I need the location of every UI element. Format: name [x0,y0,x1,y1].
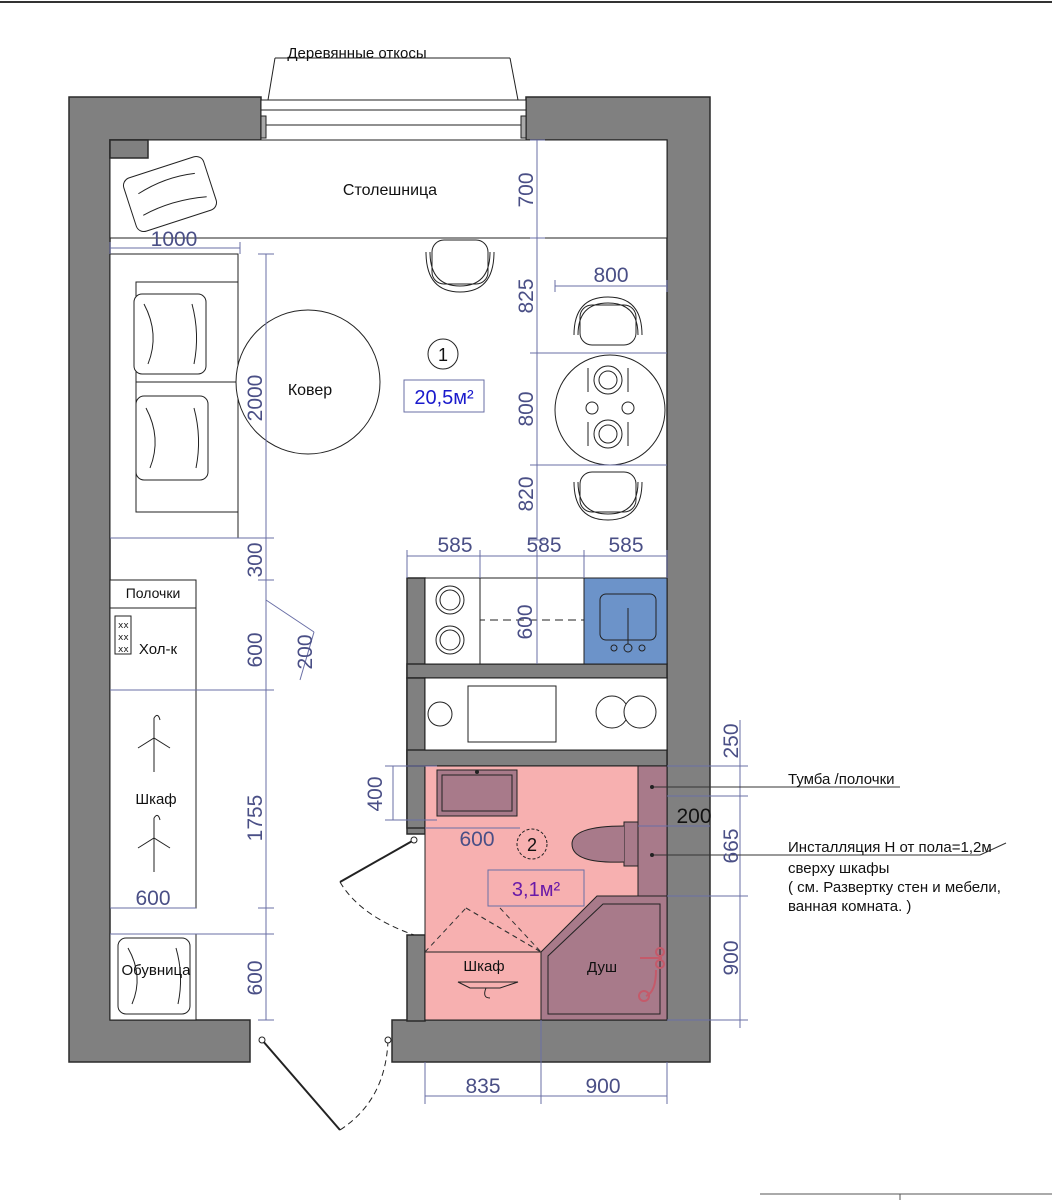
window: Деревянные откосы [260,45,527,141]
burner-icon [595,695,629,729]
dim-countertop-depth: 700 [515,172,538,207]
dim-shower-900-h: 900 [585,1075,620,1098]
dimension-values: 700 1000 825 800 800 820 2000 300 585 58… [135,172,743,1098]
storage-column: Полочки xx xx xx Хол-к Шкаф Обувница [109,579,197,1021]
burner-icon [623,695,657,729]
room-2-marker [516,828,548,860]
dim-fridge-depth: 600 [244,632,267,667]
dim-table-width: 800 [593,264,628,287]
shower-label: Душ [587,959,617,976]
svg-text:xx: xx [118,633,129,643]
vanity-sink [436,769,518,817]
dining-set [554,296,666,521]
carpet-circle [235,309,381,455]
chair-icon [425,239,495,293]
partition-wall-vertical-lower [406,934,426,1022]
vanity-note: Тумба /полочки [788,771,895,788]
window-sill [260,99,527,111]
dim-shoe-rack-length: 600 [244,960,267,995]
shoe-rack-label: Обувница [122,962,192,979]
svg-text:xx: xx [118,621,129,631]
carpet-label: Ковер [288,382,332,399]
annotations: Тумба /полочки Инсталляция Н от пола=1,2… [788,771,1001,915]
install-note-line-2: сверху шкафы [788,860,889,877]
window-reveals-label: Деревянные откосы [287,45,426,62]
pillow-icon [133,293,207,375]
dim-wardrobe-depth: 600 [135,887,170,910]
dim-wardrobe-length: 1755 [244,795,267,842]
bath-cabinet-label: Шкаф [463,958,504,975]
countertop: Столешница [109,139,668,239]
bathroom-door[interactable] [339,836,418,936]
dim-kitchen-depth: 600 [514,604,537,639]
bed [109,253,239,539]
toilet-icon [571,821,639,867]
shower-area [540,895,668,1021]
dim-vanity-width: 600 [459,828,494,851]
install-note-line-4: ванная комната. ) [788,898,911,915]
knob-icon [427,701,453,727]
dim-kitchen-module-3: 585 [608,534,643,557]
dim-shower-900-v: 900 [720,940,743,975]
dim-install-width: 665 [720,828,743,863]
dim-bed-width: 1000 [151,228,198,251]
bathroom: Душ Шкаф 2 3,1м² [424,765,668,1021]
pillow-icon [135,395,209,481]
countertop-label: Столешница [343,182,437,199]
sink-icon [599,593,657,653]
chair-icon [573,296,643,346]
fridge-label: Хол-к [139,641,178,658]
room-2-number: 2 [527,835,537,855]
dim-chair-gap: 825 [515,278,538,313]
dim-install-offset: 200 [676,805,711,828]
dim-bed-length: 2000 [244,375,267,422]
plate-icon [585,365,635,449]
oven-icon [467,685,557,743]
partition-wall-bath-top [406,749,668,767]
room-2-area-box [487,869,585,907]
room-2-area: 3,1м² [512,879,561,901]
dim-vanity-depth: 400 [364,776,387,811]
room-1-area-box [403,379,485,413]
dim-gap-below-table: 820 [515,476,538,511]
hanger-icon [137,714,171,772]
dim-kitchen-module-2: 585 [526,534,561,557]
shelves [109,579,197,609]
install-note-line-1: Инсталляция Н от пола=1,2м [788,839,992,856]
fridge-icon: xx xx xx [114,615,132,655]
kitchen [424,577,668,751]
entrance-door[interactable] [258,1036,392,1131]
shower-tap-icon [638,947,665,1002]
dimension-lines [109,139,1052,1200]
room-1-area: 20,5м² [414,387,474,409]
bath-cabinet [424,951,542,1021]
dim-table-depth: 800 [515,391,538,426]
wardrobe-label: Шкаф [135,791,176,808]
partition-wall-horizontal [406,663,668,679]
shelves-label: Полочки [126,585,181,601]
cushion-icon [122,155,218,233]
hob-icon [424,577,481,665]
dim-kitchen-module-1: 585 [437,534,472,557]
svg-text:xx: xx [118,645,129,655]
dim-bath-835: 835 [465,1075,500,1098]
hanger-icon [457,981,519,999]
dim-bath-250: 250 [720,723,743,758]
cushion-icon [117,937,191,1015]
room-1-number: 1 [438,345,448,365]
dim-hall-200: 200 [294,634,317,669]
dim-gap-300: 300 [244,542,267,577]
chair-icon [573,471,643,521]
room-1-marker [427,338,459,370]
install-note-line-3: ( см. Развертку стен и мебели, [788,879,1001,896]
hanger-icon [137,814,171,872]
